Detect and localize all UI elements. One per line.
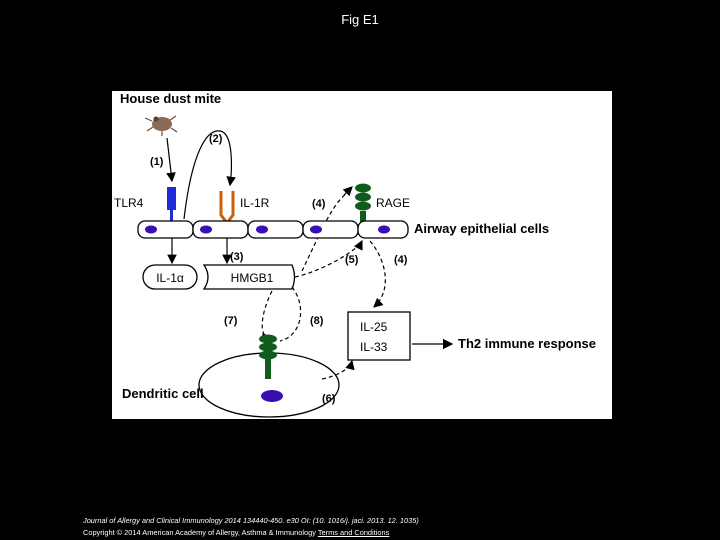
step-5-label: (5) [345, 254, 359, 266]
il1r-label: IL-1R [240, 196, 270, 210]
dendritic-cell [198, 334, 340, 418]
arrow-loop-to-il1r [183, 130, 236, 220]
copyright-line: Copyright © 2014 American Academy of All… [83, 527, 419, 539]
arrow-hmgb1-to-dendritic [260, 290, 273, 342]
step-7-label: (7) [224, 315, 238, 327]
airway-epithelial-label: Airway epithelial cells [414, 221, 549, 236]
il1a-box [142, 264, 198, 290]
il1a-label: IL-1α [156, 271, 184, 285]
terms-link[interactable]: Terms and Conditions [317, 528, 390, 537]
arrow-hmgb1-to-rage-lower [294, 239, 363, 278]
arrow-hmgb1-to-dendritic-b [279, 286, 302, 342]
tlr4-label: TLR4 [114, 196, 144, 210]
step-3-label: (3) [230, 251, 244, 263]
diagram-panel: House dust mite (1) (2) TLR4 IL-1R RAGE [112, 91, 612, 419]
citation-footer: Journal of Allergy and Clinical Immunolo… [83, 515, 419, 539]
tlr4-receptor [167, 187, 176, 221]
arrow-mite-to-tlr4 [166, 137, 176, 183]
il1r-receptor [219, 191, 235, 226]
journal-citation: Journal of Allergy and Clinical Immunolo… [83, 516, 419, 525]
il25-il33-box: IL-25 IL-33 [347, 311, 411, 361]
step-1-label: (1) [150, 156, 164, 168]
copyright-text: Copyright © 2014 American Academy of All… [83, 528, 318, 537]
arrow-dendritic-to-il33 [321, 359, 355, 380]
hmgb1-label: HMGB1 [231, 271, 274, 285]
figure-title: Fig E1 [341, 12, 379, 27]
epithelial-layer [137, 220, 409, 239]
mite-icon [144, 115, 178, 136]
rage-receptor [355, 183, 371, 223]
step-2-label: (2) [209, 133, 223, 145]
step-8-label: (8) [310, 315, 324, 327]
step-6-label: (6) [322, 393, 336, 405]
step-4b-label: (4) [394, 254, 408, 266]
rage-label: RAGE [376, 196, 410, 210]
arrow-hmgb1-to-rage [342, 186, 353, 197]
step-4a-label: (4) [312, 198, 326, 210]
pathway-diagram: House dust mite (1) (2) TLR4 IL-1R RAGE [114, 91, 596, 418]
il25-label: IL-25 [360, 320, 388, 334]
th2-label: Th2 immune response [458, 336, 596, 351]
arrow-rage-to-il25 [369, 240, 386, 308]
dendritic-cell-label: Dendritic cell [122, 386, 204, 401]
hmgb1-box [202, 264, 296, 290]
house-dust-mite-label: House dust mite [120, 91, 221, 106]
il33-label: IL-33 [360, 340, 388, 354]
